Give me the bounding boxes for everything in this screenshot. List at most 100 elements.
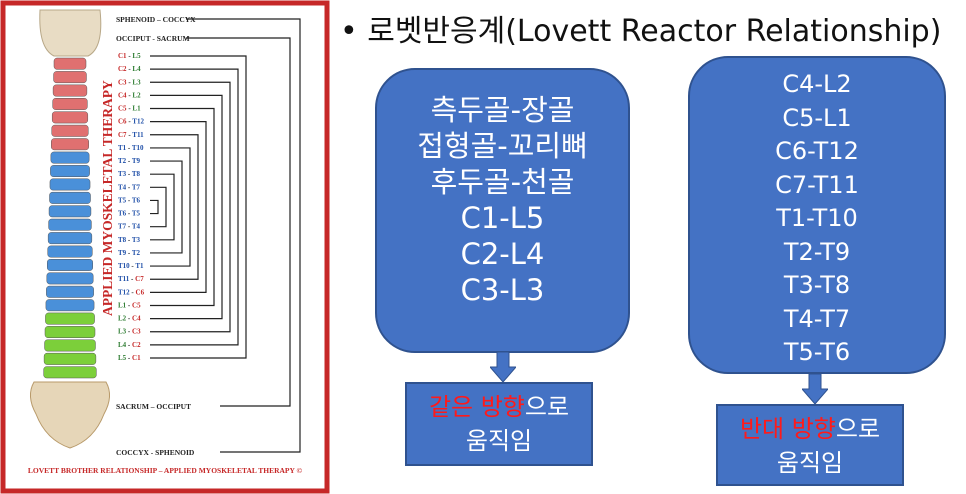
poster-pair-label: L1 - C5: [118, 301, 141, 309]
result-emphasis: 반대 방향: [739, 415, 836, 443]
vertebra: [44, 326, 96, 339]
opposite-direction-result: 반대 방향으로 움직임: [716, 404, 904, 486]
vertebra: [47, 245, 93, 258]
result-line-2: 움직임: [465, 427, 533, 455]
bracket-line: [186, 18, 301, 453]
vertebra: [47, 232, 93, 245]
pair-line: C3-L3: [460, 273, 545, 307]
skull-illustration: [39, 9, 102, 57]
poster-side-title: APPLIED MYOSKELETAL THERAPY: [100, 80, 115, 316]
poster-pair-label: C5 - L1: [118, 105, 141, 113]
vertebra: [44, 339, 96, 352]
pair-line: C2-L4: [460, 237, 545, 271]
vertebra: [48, 218, 92, 231]
lovett-spine-poster: APPLIED MYOSKELETAL THERAPY SPHENOID – C…: [0, 0, 330, 494]
poster-pair-label: C4 - L2: [118, 91, 141, 99]
poster-pair-label: T2 - T9: [118, 157, 141, 165]
bracket-line: [150, 94, 223, 320]
poster-footer: LOVETT BROTHER RELATIONSHIP – APPLIED MY…: [28, 466, 303, 475]
poster-pair-label: T4 - T7: [118, 183, 141, 191]
poster-pair-label: L2 - C4: [118, 315, 141, 323]
poster-pair-label: C6 - T12: [118, 118, 144, 126]
bracket-line: [150, 147, 191, 267]
result-emphasis: 같은 방향: [428, 393, 525, 421]
poster-pair-label: C3 - L3: [118, 78, 141, 86]
result-suffix: 으로: [524, 393, 570, 421]
vertebra: [51, 124, 89, 137]
pair-line: T1-T10: [776, 204, 858, 232]
poster-pair-label: C7 - T11: [118, 131, 144, 139]
vertebra: [43, 352, 97, 365]
poster-pair-label: T11 - C7: [118, 275, 144, 283]
same-direction-pairs-box: 측두골-장골 접형골-꼬리뼈 후두골-천골 C1-L5 C2-L4 C3-L3: [375, 68, 630, 353]
poster-pair-label: L5 - C1: [118, 354, 141, 362]
vertebra: [46, 285, 94, 298]
poster-pair-label: T7 - T4: [118, 223, 141, 231]
poster-pair-labels: C1 - L5 C2 - L4 C3 - L3 C4 - L2 C5 - L1 C6 - …: [118, 52, 145, 362]
pair-line: C7-T11: [775, 170, 859, 199]
vertebra: [53, 71, 87, 84]
pair-line: T3-T8: [783, 271, 851, 299]
poster-label-occiput-sacrum: OCCIPUT - SACRUM: [116, 34, 190, 43]
pair-line: T2-T9: [783, 237, 851, 266]
poster-label-sacrum-occiput: SACRUM – OCCIPUT: [116, 402, 191, 411]
poster-pair-label: T3 - T8: [118, 170, 141, 178]
vertebra: [51, 111, 89, 124]
pair-line: C1-L5: [460, 201, 545, 235]
result-suffix: 으로: [835, 415, 881, 443]
poster-label-sphenoid-coccyx: SPHENOID – COCCYX: [116, 15, 196, 24]
poster-pair-label: T9 - T2: [118, 249, 141, 257]
vertebra: [46, 272, 94, 285]
poster-pair-label: T5 - T6: [118, 196, 141, 204]
bracket-line: [150, 81, 231, 333]
pair-line: C5-L1: [782, 103, 852, 132]
bracket-line: [150, 199, 159, 215]
pair-line: T5-T6: [783, 338, 851, 366]
bracket-line: [150, 134, 199, 280]
vertebra: [52, 84, 88, 97]
same-direction-result: 같은 방향으로 움직임: [405, 382, 593, 466]
pair-line: 측두골-장골: [430, 93, 575, 127]
bracket-line: [150, 173, 175, 241]
pelvis-illustration: [30, 381, 110, 449]
vertebra: [49, 178, 91, 191]
result-line-2: 움직임: [776, 449, 844, 477]
poster-label-coccyx-sphenoid: COCCYX - SPHENOID: [116, 448, 195, 457]
pair-line: C6-T12: [775, 137, 859, 165]
bracket-line: [150, 68, 239, 346]
poster-pair-label: C1 - L5: [118, 52, 141, 60]
down-arrow-icon: [490, 352, 516, 382]
vertebra: [52, 98, 88, 110]
vertebra: [53, 57, 87, 70]
poster-pair-label: T10 - T1: [118, 262, 144, 270]
vertebra: [45, 312, 95, 325]
poster-pair-label: T12 - C6: [118, 288, 145, 296]
result-line-1: 같은 방향으로: [407, 390, 591, 424]
vertebra: [51, 138, 89, 151]
opposite-direction-pairs-box: C4-L2 C5-L1 C6-T12 C7-T11 T1-T10 T2-T9 T…: [688, 56, 946, 374]
bracket-line: [150, 107, 215, 307]
pair-line: C4-L2: [782, 70, 852, 98]
vertebra: [50, 151, 90, 164]
spine-illustration: [43, 57, 97, 379]
poster-pair-label: T1 - T10: [118, 144, 144, 152]
down-arrow-icon: [802, 374, 828, 404]
pair-line: 후두골-천골: [430, 165, 575, 199]
bracket-line: [186, 37, 291, 407]
poster-pair-label: L4 - C2: [118, 341, 141, 349]
vertebra: [49, 191, 91, 204]
poster-pair-label: T8 - T3: [118, 236, 141, 244]
vertebra: [43, 366, 97, 379]
poster-pair-label: T6 - T5: [118, 210, 141, 218]
vertebra: [45, 299, 95, 312]
bracket-line: [150, 160, 183, 254]
result-line-1: 반대 방향으로: [718, 412, 902, 446]
poster-pair-label: C2 - L4: [118, 65, 141, 73]
bracket-line: [150, 186, 167, 228]
pair-line: 접형골-꼬리뼈: [417, 129, 588, 163]
vertebra: [47, 259, 93, 271]
vertebra: [48, 205, 92, 218]
poster-bracket-lines: [150, 18, 301, 453]
vertebra: [50, 165, 90, 177]
bracket-line: [150, 121, 207, 293]
